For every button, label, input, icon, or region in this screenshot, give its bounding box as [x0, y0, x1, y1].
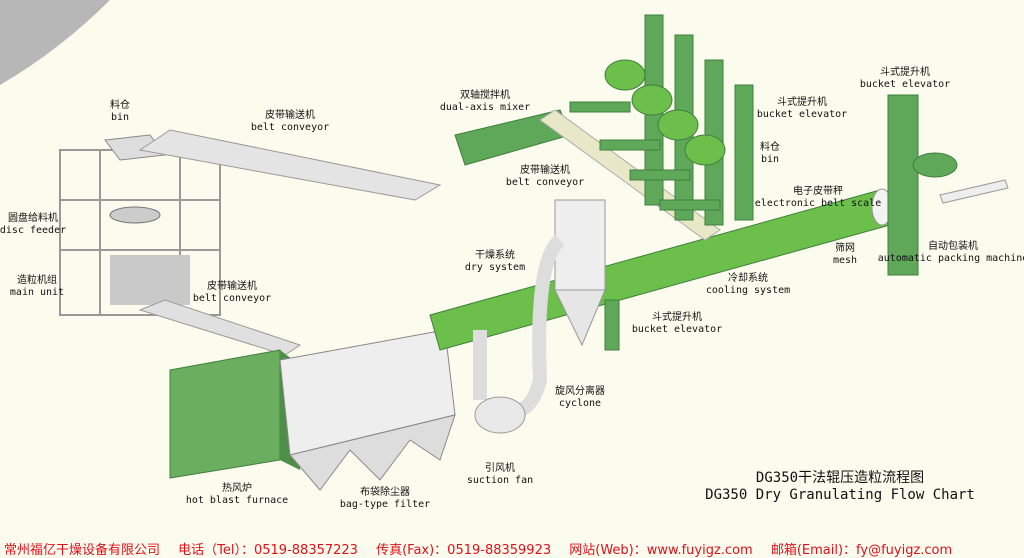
chart-title: DG350干法辊压造粒流程图 DG350 Dry Granulating Flo…	[705, 470, 975, 504]
footer-contact: 常州福亿干燥设备有限公司 电话（Tel）：0519-88357223 传真(Fa…	[4, 539, 966, 558]
suction-fan-shape	[474, 396, 526, 434]
belt-conveyor-1-shape	[138, 129, 442, 201]
disc-feeder-shape	[109, 206, 161, 224]
footer-company: 常州福亿干燥设备有限公司	[4, 543, 161, 558]
packing-hopper	[912, 152, 958, 178]
disc-shape	[0, 0, 110, 85]
footer-tel: 电话（Tel）：0519-88357223	[178, 543, 358, 558]
belt-conveyor-3-shape	[138, 299, 302, 356]
footer-email[interactable]: 邮箱(Email)：fy@fuyigz.com	[770, 543, 953, 558]
footer-web[interactable]: 网站(Web)：www.fuyigz.com	[569, 543, 753, 558]
bins	[604, 59, 726, 166]
packing-conveyor	[939, 179, 1009, 204]
footer-fax: 传真(Fax)：0519-88359923	[376, 543, 552, 558]
title-zh: DG350干法辊压造粒流程图	[755, 470, 925, 486]
furnace-shape	[169, 349, 281, 479]
belt-scales	[569, 101, 721, 211]
main-unit-body	[110, 255, 190, 305]
title-en: DG350 Dry Granulating Flow Chart	[705, 487, 975, 503]
bucket-elevators	[604, 14, 919, 351]
